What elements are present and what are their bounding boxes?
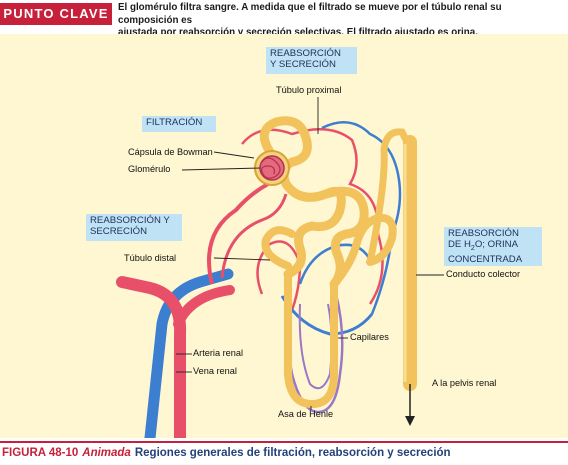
box-filtracion-text: FILTRACIÓN bbox=[146, 117, 203, 128]
box-left-line-1: REABSORCIÓN Y bbox=[90, 215, 170, 226]
label-asa-henle: Asa de Henle bbox=[278, 409, 334, 419]
caption-animated-tag: Animada bbox=[82, 447, 131, 459]
distal-tubule-left bbox=[261, 226, 296, 270]
renal-artery-trunk bbox=[116, 276, 187, 438]
caption-title: Regiones generales de filtración, reabso… bbox=[134, 447, 451, 459]
label-vena-renal: Vena renal bbox=[193, 366, 237, 376]
glomerulus-loops bbox=[260, 157, 281, 179]
proximal-tubule-coil-2 bbox=[321, 186, 369, 289]
leader-glomerulo bbox=[181, 167, 261, 171]
key-point-line-1: El glomérulo filtra sangre. A medida que… bbox=[118, 2, 502, 26]
box-reabsorcion-secrecion-top: REABSORCIÓN Y SECRECIÓN bbox=[266, 47, 357, 74]
venous-return bbox=[280, 295, 374, 336]
proximal-tubule bbox=[259, 116, 346, 279]
label-capsula-bowman: Cápsula de Bowman bbox=[128, 147, 213, 157]
label-tubulo-distal: Túbulo distal bbox=[124, 253, 177, 263]
capillary-red-2 bbox=[256, 240, 302, 325]
label-arteria-renal: Arteria renal bbox=[193, 348, 244, 358]
box-reabsorcion-h2o: REABSORCIÓN DE H2O; ORINA CONCENTRADA bbox=[444, 227, 542, 266]
loop-of-henle bbox=[284, 270, 338, 409]
label-tubulo-proximal: Túbulo proximal bbox=[276, 85, 342, 95]
box-top-line-1: REABSORCIÓN bbox=[270, 48, 341, 59]
key-point-header: PUNTO CLAVE El glomérulo filtra sangre. … bbox=[0, 0, 568, 38]
box-left-line-2: SECRECIÓN bbox=[90, 226, 148, 237]
label-pelvis-renal: A la pelvis renal bbox=[432, 378, 497, 388]
label-conducto-colector: Conducto colector bbox=[446, 269, 521, 279]
label-glomerulo: Glomérulo bbox=[128, 164, 171, 174]
afferent-arteriole bbox=[207, 182, 269, 285]
key-point-badge: PUNTO CLAVE bbox=[0, 3, 112, 25]
key-point-line-2: ajustada por reabsorción y secreción sel… bbox=[118, 27, 478, 38]
efferent-arteriole bbox=[220, 193, 288, 279]
leader-capsula-bowman bbox=[213, 151, 255, 159]
nephron-figure: REABSORCIÓN Y SECRECIÓN FILTRACIÓN REABS… bbox=[0, 34, 568, 438]
peritubular-capillary-blue bbox=[321, 121, 402, 315]
box-filtracion: FILTRACIÓN bbox=[142, 116, 216, 132]
nephron-diagram bbox=[116, 97, 444, 438]
renal-artery-branch bbox=[173, 285, 235, 329]
box-reabsorcion-secrecion-left: REABSORCIÓN Y SECRECIÓN bbox=[86, 214, 182, 241]
vasa-recta-2 bbox=[298, 303, 333, 390]
box-h2o-line-2: DE H2O; ORINA bbox=[448, 239, 538, 254]
label-capilares: Capilares bbox=[350, 332, 389, 342]
peritubular-capillary-red bbox=[241, 128, 384, 305]
distal-to-collecting bbox=[366, 128, 412, 266]
box-h2o-subscript: 2 bbox=[470, 244, 475, 252]
caption-figure-number: FIGURA 48-10 bbox=[2, 447, 79, 459]
pelvis-arrowhead bbox=[405, 416, 415, 426]
box-h2o-line-2a: DE H bbox=[448, 239, 471, 250]
box-top-line-2: Y SECRECIÓN bbox=[270, 59, 336, 70]
box-h2o-line-2b: O; ORINA bbox=[474, 239, 519, 250]
key-point-text: El glomérulo filtra sangre. A medida que… bbox=[118, 2, 564, 40]
box-h2o-line-3: CONCENTRADA bbox=[448, 253, 523, 265]
box-h2o-line-1: REABSORCIÓN bbox=[448, 228, 519, 239]
leader-tubulo-distal bbox=[213, 257, 271, 261]
